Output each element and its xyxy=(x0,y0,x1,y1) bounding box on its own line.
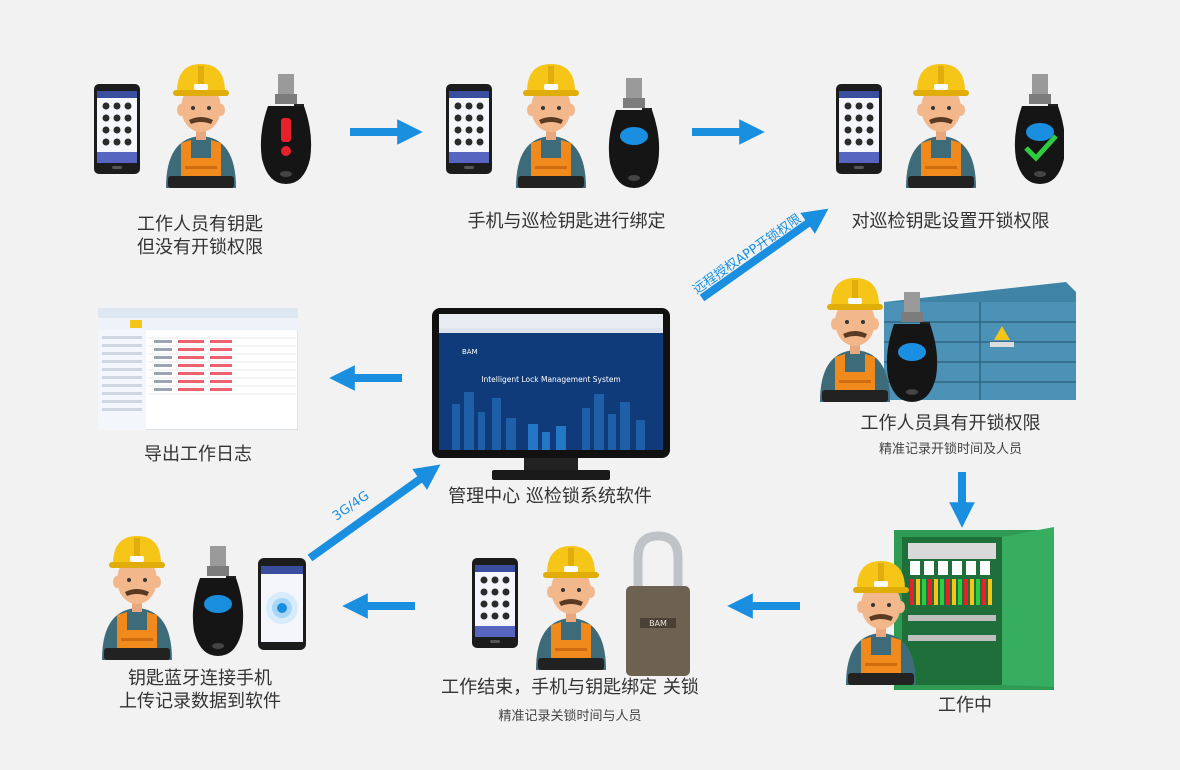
step-working-label: 工作中 xyxy=(938,695,992,716)
step-upload-label: 钥匙蓝牙连接手机上传记录数据到软件 xyxy=(119,668,281,712)
monitor-logo: BAM xyxy=(462,348,478,356)
has-permission-illustration xyxy=(820,278,1076,402)
worker-icon xyxy=(820,278,890,402)
padlock-icon xyxy=(626,531,690,676)
no-permission-illustration xyxy=(94,64,312,188)
smartphone-icon xyxy=(258,558,306,650)
step-has-permission-sub: 精准记录开锁时间及人员 xyxy=(878,442,1022,457)
export-log-label: 导出工作日志 xyxy=(144,444,252,465)
step-no-permission-label: 工作人员有钥匙但没有开锁权限 xyxy=(137,214,263,258)
step-has-permission-label: 工作人员具有开锁权限 xyxy=(860,413,1041,434)
worker-icon xyxy=(906,64,976,188)
monitor-screen-title: Intelligent Lock Management System xyxy=(481,375,620,384)
electronic-key-icon xyxy=(886,292,938,402)
step-binding-label: 手机与巡检钥匙进行绑定 xyxy=(467,211,666,232)
work-log-spreadsheet xyxy=(98,308,298,430)
check-icon xyxy=(1024,134,1058,162)
electrical-cabinet-icon xyxy=(894,527,1054,690)
electronic-key-icon xyxy=(192,546,244,656)
arrow-icon xyxy=(699,208,829,302)
smartphone-icon xyxy=(94,84,140,174)
electronic-key-icon xyxy=(608,78,660,188)
step-finish-label: 工作结束，手机与钥匙绑定 关锁 xyxy=(441,677,699,698)
electronic-key-icon xyxy=(260,74,312,184)
padlock-brand: BAM xyxy=(649,619,667,628)
upload-illustration xyxy=(102,536,306,660)
smartphone-icon xyxy=(836,84,882,174)
step-finish-sub: 精准记录关锁时间与人员 xyxy=(498,709,642,724)
center-label: 管理中心 巡检锁系统软件 xyxy=(448,486,652,507)
smartphone-icon xyxy=(446,84,492,174)
worker-icon xyxy=(166,64,236,188)
arrow-icon xyxy=(307,464,441,562)
working-illustration xyxy=(846,527,1054,690)
step-set-permission-label: 对巡检钥匙设置开锁权限 xyxy=(851,211,1050,232)
worker-icon xyxy=(516,64,586,188)
finish-illustration: BAM xyxy=(472,531,690,676)
worker-icon xyxy=(102,536,172,660)
set-permission-illustration xyxy=(836,64,1064,188)
worker-icon xyxy=(536,546,606,670)
binding-illustration xyxy=(446,64,660,188)
monitor-icon: BAM Intelligent Lock Management System xyxy=(432,308,670,480)
electronic-key-icon xyxy=(1014,74,1064,184)
smartphone-icon xyxy=(472,558,518,648)
